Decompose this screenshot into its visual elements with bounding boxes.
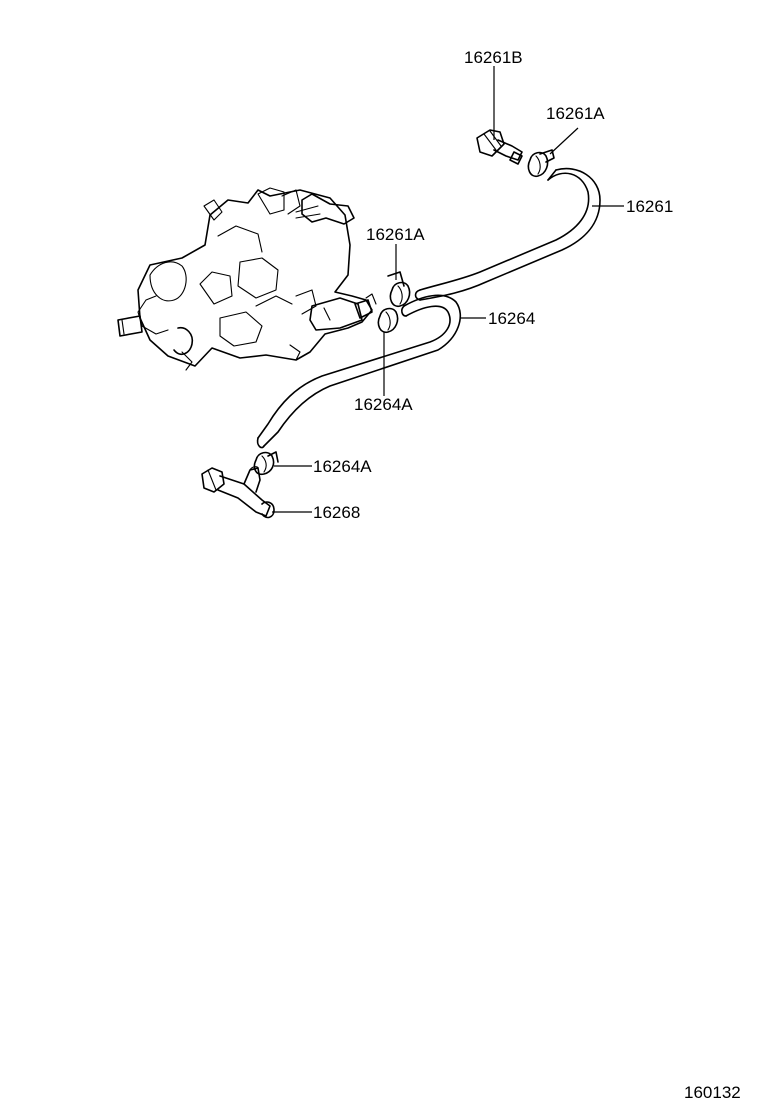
hose-16264 [256,294,462,449]
leader-lines [272,66,624,513]
hose-clip-16261a-top [527,149,555,178]
hose-clip-16264a-middle [377,307,399,334]
hose-clip-16264a-lower [253,451,279,476]
hose-16261 [414,167,601,301]
injection-pump [117,187,377,371]
diagram-reference-code: 160132 [684,1083,741,1102]
label-16264a-middle: 16264A [354,395,413,414]
union-fitting-16268 [201,466,275,519]
label-16261a-top: 16261A [546,104,605,123]
label-16264: 16264 [488,309,535,328]
label-16268: 16268 [313,503,360,522]
label-16261b: 16261B [464,48,523,67]
label-16264a-lower: 16264A [313,457,372,476]
label-16261: 16261 [626,197,673,216]
union-fitting-16261b [476,129,523,165]
label-16261a-middle: 16261A [366,225,425,244]
hose-clip-16261a-middle [387,271,411,308]
